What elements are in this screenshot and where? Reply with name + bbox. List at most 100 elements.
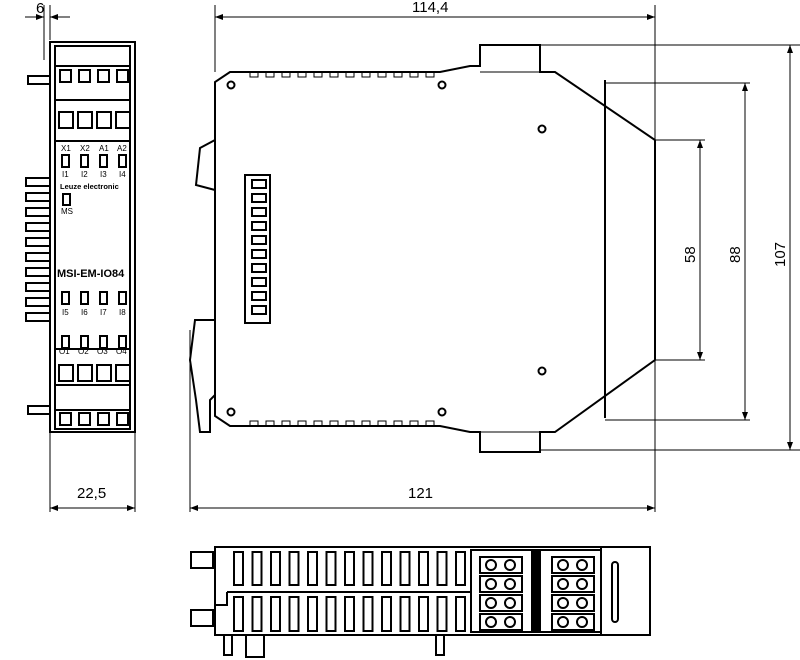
- screw-icon: [557, 616, 569, 628]
- vent-slot: [270, 596, 281, 632]
- led-icon: [99, 291, 108, 305]
- terminal-label: O4: [116, 347, 127, 356]
- dim-107: 107: [772, 242, 789, 267]
- vent-slot: [409, 420, 419, 427]
- vent-slot: [361, 420, 371, 427]
- terminal-label: X1: [61, 144, 71, 153]
- screw-icon: [576, 597, 588, 609]
- bottom-terminal-block: [58, 364, 131, 426]
- vent-slot: [281, 71, 291, 78]
- vent-slot: [297, 420, 307, 427]
- terminal-screw: [115, 111, 131, 129]
- terminal-screw: [97, 412, 110, 426]
- vent-slot: [425, 420, 435, 427]
- vent-slot: [307, 596, 318, 632]
- vent-slot: [307, 551, 318, 586]
- screw-icon: [557, 578, 569, 590]
- terminal-screw: [59, 412, 72, 426]
- din-clip: [25, 237, 51, 247]
- vent-slot: [436, 596, 448, 632]
- led-icon: [80, 335, 89, 349]
- led-label: I7: [100, 308, 107, 317]
- connector-pin: [251, 235, 267, 245]
- dim-22-5: 22,5: [77, 485, 106, 502]
- vent-slot: [325, 551, 337, 586]
- terminal-screws: [479, 556, 595, 631]
- vent-slot: [233, 551, 244, 586]
- terminal-label: X2: [80, 144, 90, 153]
- vent-slot: [265, 71, 275, 78]
- terminal-screw: [59, 69, 72, 83]
- side-view: 114,4 58 88 107: [188, 0, 800, 512]
- led-label: I2: [81, 170, 88, 179]
- led-label: I6: [81, 308, 88, 317]
- terminal-screw: [77, 111, 93, 129]
- top-view: [190, 546, 651, 658]
- connector-pin: [251, 179, 267, 189]
- vent-slot: [455, 596, 466, 632]
- led-icon: [61, 335, 70, 349]
- led-label: I1: [62, 170, 69, 179]
- terminal-screw: [78, 412, 91, 426]
- led-icon: [99, 335, 108, 349]
- vent-slot: [313, 420, 323, 427]
- din-clip: [25, 282, 51, 292]
- din-clip: [25, 252, 51, 262]
- terminal-screw: [116, 69, 129, 83]
- screw-icon: [576, 616, 588, 628]
- din-rail-clips: [25, 177, 51, 322]
- vent-slot: [399, 596, 411, 632]
- vent-slot: [288, 551, 300, 586]
- led-label: I8: [119, 308, 126, 317]
- ms-label: MS: [61, 207, 73, 216]
- screw-icon: [504, 597, 516, 609]
- led-indicators: [61, 154, 127, 349]
- terminal-screw: [77, 364, 93, 382]
- terminal-screw: [96, 364, 112, 382]
- vent-slots: [249, 71, 435, 427]
- connector-pin: [251, 221, 267, 231]
- terminal-cell: [479, 556, 523, 574]
- connector-pin: [251, 291, 267, 301]
- led-label: I4: [119, 170, 126, 179]
- dim-121: 121: [408, 485, 433, 502]
- terminal-cell: [479, 613, 523, 631]
- din-clip: [25, 222, 51, 232]
- screw-icon: [504, 578, 516, 590]
- vent-slot: [362, 551, 374, 586]
- connector-pin: [251, 277, 267, 287]
- vent-slot: [377, 71, 387, 78]
- screw-icon: [557, 597, 569, 609]
- dim-58: 58: [682, 246, 699, 263]
- brand-label: Leuze electronic: [60, 182, 119, 191]
- top-terminal-block: [58, 69, 131, 129]
- terminal-screw: [78, 69, 91, 83]
- vent-slot: [265, 420, 275, 427]
- connector-pin: [251, 193, 267, 203]
- dim-114-4: 114,4: [412, 0, 448, 16]
- terminal-cell: [551, 594, 595, 612]
- model-label: MSI-EM-IO84: [57, 268, 125, 280]
- led-icon: [80, 154, 89, 168]
- led-icon: [118, 291, 127, 305]
- vent-slot: [344, 551, 355, 586]
- dim-6: 6: [36, 0, 44, 17]
- vent-slot: [393, 71, 403, 78]
- din-clip: [25, 312, 51, 322]
- vent-slot: [345, 420, 355, 427]
- screw-icon: [504, 616, 516, 628]
- connector-pin: [251, 249, 267, 259]
- terminal-cell: [479, 575, 523, 593]
- screw-icon: [576, 578, 588, 590]
- vent-slot: [281, 420, 291, 427]
- terminal-screw: [58, 111, 74, 129]
- led-icon: [80, 291, 89, 305]
- vent-slot: [329, 420, 339, 427]
- vent-slot: [393, 420, 403, 427]
- terminal-cell: [551, 575, 595, 593]
- din-clip: [25, 267, 51, 277]
- connector-pin: [251, 207, 267, 217]
- terminal-cell: [551, 556, 595, 574]
